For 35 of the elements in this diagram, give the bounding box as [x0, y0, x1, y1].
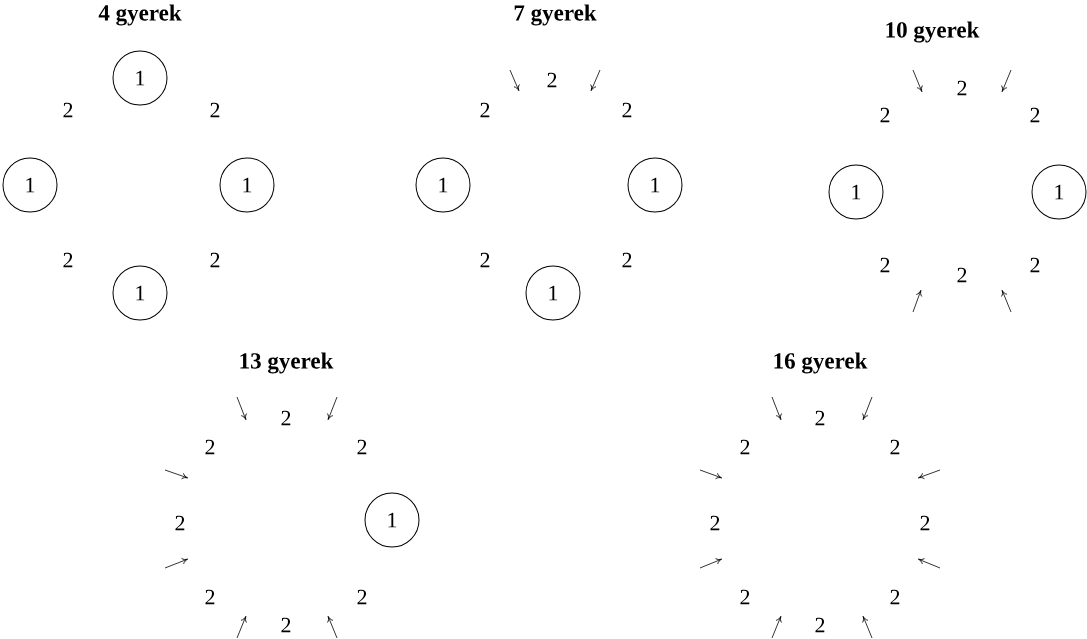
number-label: 2 [210, 102, 220, 118]
number-label: 2 [815, 617, 825, 633]
number-label: 2 [710, 515, 720, 531]
number-label: 2 [1030, 257, 1040, 273]
number-label: 2 [281, 617, 291, 633]
panel-title: 10 gyerek [886, 21, 980, 43]
number-label: 2 [357, 439, 367, 455]
number-label: 2 [205, 589, 215, 605]
panel-title: 4 gyerek [98, 4, 182, 26]
number-label: 2 [175, 515, 185, 531]
number-label: 2 [63, 252, 73, 268]
number-label: 2 [480, 252, 490, 268]
number-label: 2 [740, 589, 750, 605]
number-label: 2 [622, 102, 632, 118]
number-label: 2 [63, 102, 73, 118]
number-label: 2 [357, 589, 367, 605]
number-label: 2 [480, 102, 490, 118]
number-label: 2 [740, 439, 750, 455]
number-label: 2 [957, 80, 967, 96]
number-label: 2 [205, 439, 215, 455]
number-label: 2 [547, 72, 557, 88]
number-label: 2 [210, 252, 220, 268]
number-label: 2 [880, 257, 890, 273]
panel-title: 13 gyerek [240, 352, 334, 374]
panel-title: 16 gyerek [774, 352, 868, 374]
number-label: 2 [957, 267, 967, 283]
number-label: 2 [880, 107, 890, 123]
panel-title: 7 gyerek [514, 4, 597, 26]
number-label: 2 [281, 410, 291, 426]
number-label: 2 [622, 252, 632, 268]
number-label: 2 [890, 439, 900, 455]
number-label: 2 [920, 515, 930, 531]
number-label: 2 [890, 589, 900, 605]
number-label: 2 [815, 410, 825, 426]
number-label: 2 [1030, 107, 1040, 123]
